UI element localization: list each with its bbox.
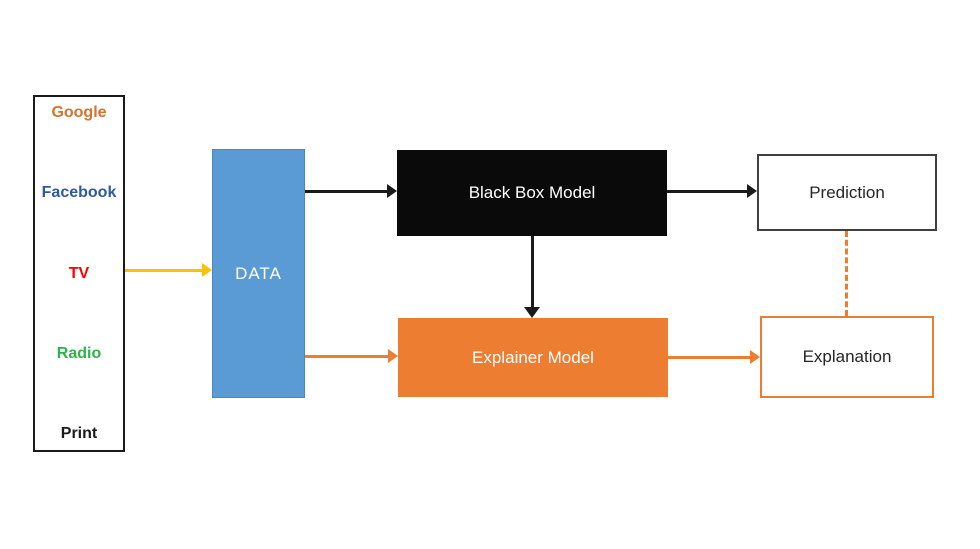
prediction-to-explanation-dashed-line [845,231,848,316]
arrow-head [388,349,398,363]
prediction-node: Prediction [757,154,937,231]
arrow-shaft [668,355,750,359]
blackbox-to-explainer-arrow [524,236,540,318]
black-box-model-node: Black Box Model [397,150,667,236]
source-label-facebook: Facebook [41,184,117,202]
source-label-radio: Radio [56,344,102,362]
arrow-shaft [305,354,388,358]
explainer-to-explanation-arrow [668,350,760,364]
arrow-head [750,350,760,364]
arrow-shaft [530,236,534,307]
prediction-label: Prediction [809,182,885,202]
explanation-node: Explanation [760,316,934,398]
explanation-label: Explanation [802,347,892,366]
arrow-head [524,307,540,318]
arrow-shaft [125,268,202,272]
data-to-explainer-arrow [305,349,398,363]
black-box-model-label: Black Box Model [468,183,596,202]
arrow-head [747,184,757,198]
arrow-head [387,184,397,198]
source-label-google: Google [51,104,107,121]
explainer-model-node: Explainer Model [398,318,668,397]
blackbox-to-prediction-arrow [667,184,757,198]
sources-to-data-arrow [125,263,212,277]
source-label-tv: TV [68,264,90,282]
arrow-shaft [305,189,387,193]
data-to-blackbox-arrow [305,184,397,198]
source-label-print: Print [60,425,98,442]
arrow-head [202,263,212,277]
data-node: DATA [212,149,305,398]
explainer-model-label: Explainer Model [472,347,594,367]
arrow-shaft [667,189,747,193]
data-node-label: DATA [235,263,282,283]
sources-box: Google Facebook TV Radio Print [33,95,125,452]
